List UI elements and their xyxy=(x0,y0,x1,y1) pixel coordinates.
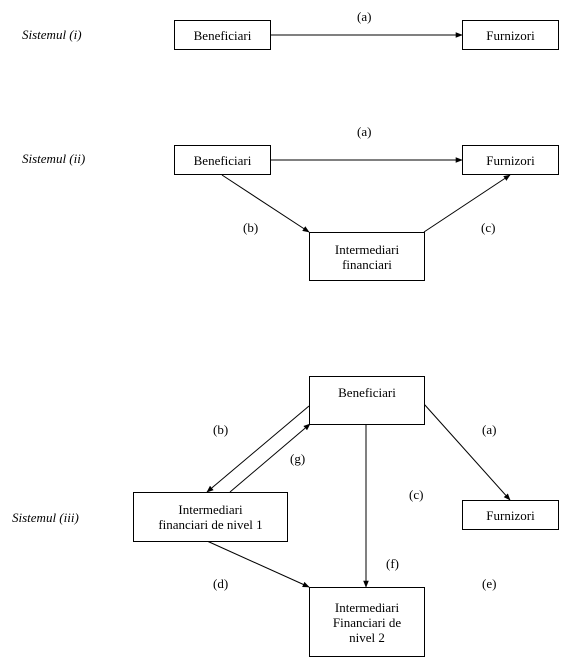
s1-edge-a-label: (a) xyxy=(357,9,372,24)
s2-edge-a-label: (a) xyxy=(357,124,372,139)
s2-furnizori-box: Furnizori xyxy=(462,145,559,175)
s3-arrow-g xyxy=(229,423,311,493)
s2-beneficiari-box: Beneficiari xyxy=(174,145,271,175)
s1-beneficiari-text: Beneficiari xyxy=(193,27,252,43)
s3-intermediari-nivel1-box: Intermediari financiari de nivel 1 xyxy=(133,492,288,542)
s3-beneficiari-box: Beneficiari xyxy=(309,376,425,425)
s2-arrow-b xyxy=(221,174,310,233)
system-i-label: Sistemul (i) xyxy=(22,27,82,42)
system-ii-label: Sistemul (ii) xyxy=(22,151,86,166)
s3-nivel1-text-line2: financiari de nivel 1 xyxy=(158,517,263,532)
s3-arrow-d xyxy=(206,540,310,588)
s3-nivel2-text-line3: nivel 2 xyxy=(349,629,385,645)
s3-nivel2-text-line2: Financiari de xyxy=(332,614,402,630)
s2-furnizori-text: Furnizori xyxy=(486,152,535,168)
s3-furnizori-text: Furnizori xyxy=(486,507,535,523)
s3-edge-c-label: (c) xyxy=(409,487,424,502)
s2-intermediari-text-line2: financiari xyxy=(342,256,392,272)
system-iii-label: Sistemul (iii) xyxy=(12,510,79,525)
s3-arrow-b xyxy=(206,405,310,493)
s3-edge-f-label: (f) xyxy=(386,556,399,571)
s2-edge-c-label: (c) xyxy=(481,220,496,235)
s3-edge-g-label: (g) xyxy=(290,451,306,466)
s2-edge-b-label: (b) xyxy=(243,220,259,235)
s3-edge-d-label: (d) xyxy=(213,576,229,591)
s3-arrow-a xyxy=(423,403,511,501)
s2-arrow-c xyxy=(423,174,511,233)
s3-intermediari-nivel2-box: Intermediari Financiari de nivel 2 xyxy=(309,587,425,657)
s2-beneficiari-text: Beneficiari xyxy=(193,152,252,168)
s1-furnizori-text: Furnizori xyxy=(486,27,535,43)
s1-furnizori-box: Furnizori xyxy=(462,20,559,50)
s1-beneficiari-box: Beneficiari xyxy=(174,20,271,50)
s3-edge-a-label: (a) xyxy=(482,422,497,437)
s3-edge-e-label: (e) xyxy=(482,576,497,591)
s3-furnizori-box: Furnizori xyxy=(462,500,559,530)
s3-edge-b-label: (b) xyxy=(213,422,229,437)
s2-intermediari-text-line1: Intermediari xyxy=(334,241,400,257)
s3-nivel1-text-line1: Intermediari xyxy=(178,502,243,517)
s2-intermediari-box: Intermediari financiari xyxy=(309,232,425,281)
s3-nivel2-text-line1: Intermediari xyxy=(334,599,400,615)
s3-beneficiari-text: Beneficiari xyxy=(338,385,396,400)
